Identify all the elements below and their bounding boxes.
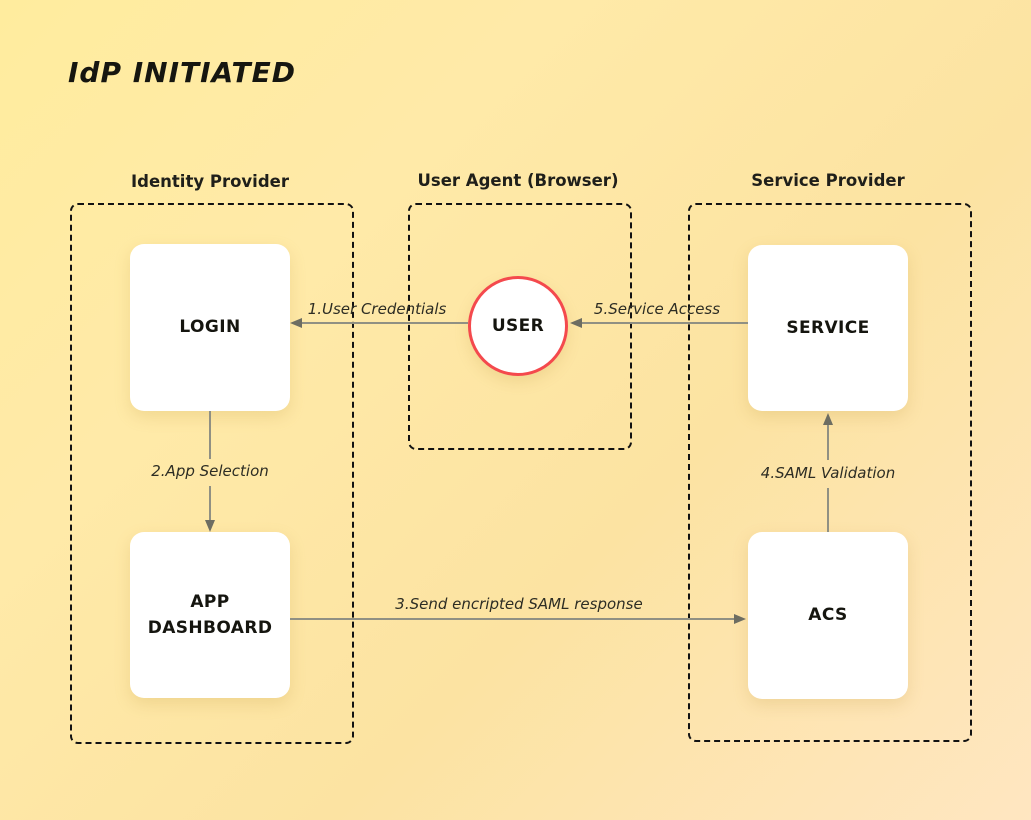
node-acs-label: ACS bbox=[808, 605, 848, 626]
group-box-user-agent bbox=[408, 203, 632, 450]
edge-line-app-selection-top bbox=[209, 411, 211, 459]
node-user: USER bbox=[468, 276, 568, 376]
edge-label-saml-response: 3.Send encripted SAML response bbox=[395, 595, 643, 613]
group-label-service-provider: Service Provider bbox=[751, 171, 905, 190]
node-service-label: SERVICE bbox=[786, 317, 870, 338]
arrowhead-up-icon bbox=[823, 413, 833, 425]
edge-label-app-selection: 2.App Selection bbox=[151, 462, 269, 480]
edge-line-saml-response bbox=[290, 618, 734, 620]
arrowhead-down-icon bbox=[205, 520, 215, 532]
edge-label-service-access: 5.Service Access bbox=[593, 300, 721, 318]
node-login-label: LOGIN bbox=[179, 317, 241, 338]
edge-line-app-selection-bottom bbox=[209, 486, 211, 520]
group-box-identity-provider bbox=[70, 203, 354, 744]
edge-line-user-credentials bbox=[302, 322, 468, 324]
group-label-identity-provider: Identity Provider bbox=[131, 172, 289, 191]
node-app-dashboard: APP DASHBOARD bbox=[130, 532, 290, 698]
node-acs: ACS bbox=[748, 532, 908, 699]
node-app-dashboard-label: APP DASHBOARD bbox=[147, 591, 273, 638]
arrowhead-left-icon bbox=[290, 318, 302, 328]
edge-label-saml-validation: 4.SAML Validation bbox=[760, 464, 896, 482]
node-login: LOGIN bbox=[130, 244, 290, 411]
node-user-label: USER bbox=[491, 315, 545, 336]
edge-line-service-access bbox=[582, 322, 748, 324]
edge-label-user-credentials: 1.User Credentials bbox=[307, 300, 447, 318]
arrowhead-left-icon bbox=[570, 318, 582, 328]
node-service: SERVICE bbox=[748, 245, 908, 411]
edge-line-saml-validation-bottom bbox=[827, 488, 829, 532]
arrowhead-right-icon bbox=[734, 614, 746, 624]
group-label-user-agent: User Agent (Browser) bbox=[417, 171, 619, 190]
group-box-service-provider bbox=[688, 203, 972, 742]
diagram-title: IdP INITIATED bbox=[68, 56, 296, 89]
edge-line-saml-validation-top bbox=[827, 425, 829, 460]
